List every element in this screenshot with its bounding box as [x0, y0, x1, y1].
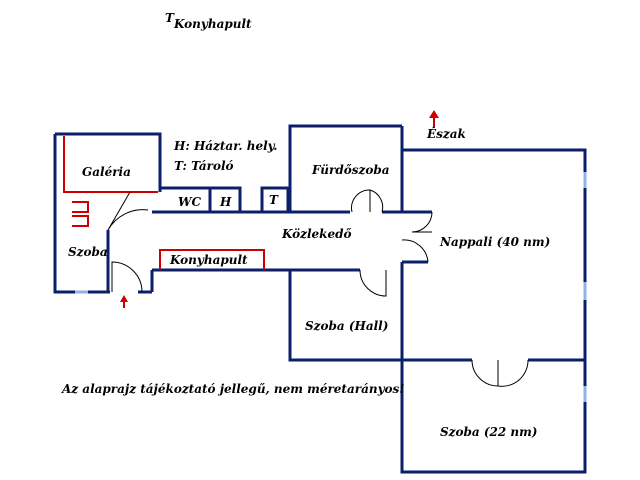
- room-konyhapult: Konyhapult: [169, 253, 248, 267]
- room-nappali: Nappali (40 nm): [439, 235, 550, 249]
- room-t: T: [269, 193, 279, 207]
- windows: [75, 172, 587, 402]
- gallery-rail: [63, 136, 158, 193]
- doors: [107, 189, 529, 387]
- north-arrow-icon: [429, 110, 439, 128]
- walls: [53, 124, 587, 474]
- entrance-arrow-icon: [120, 295, 128, 308]
- room-szoba-left: Szoba: [68, 245, 108, 259]
- disclaimer-note: Az alaprajz tájékoztató jellegű, nem mér…: [61, 382, 405, 396]
- header-title: Konyhapult: [173, 17, 252, 31]
- room-szoba-hall: Szoba (Hall): [305, 319, 388, 333]
- room-h: H: [219, 195, 232, 209]
- room-wc: WC: [178, 195, 201, 209]
- legend-storage: T: Tároló: [174, 159, 234, 173]
- room-furdoszoba: Fürdőszoba: [311, 163, 390, 177]
- room-galeria: Galéria: [82, 165, 131, 179]
- room-szoba-22: Szoba (22 nm): [440, 425, 537, 439]
- stair-icon: [72, 201, 89, 227]
- room-kozlekedo: Közlekedő: [281, 227, 352, 241]
- counter-outline: [159, 249, 265, 270]
- legend-household: H: Háztar. hely.: [173, 139, 277, 153]
- header-mark: T: [165, 11, 175, 25]
- north-label: Észak: [426, 126, 466, 141]
